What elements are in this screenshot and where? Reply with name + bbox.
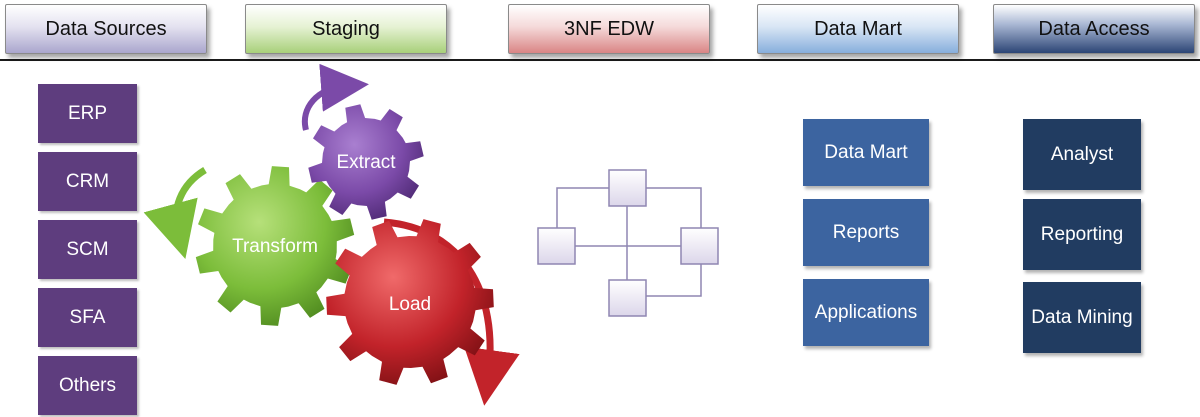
header-data-access: Data Access bbox=[993, 4, 1195, 54]
access-data-mining: Data Mining bbox=[1023, 282, 1141, 353]
edw-node-top bbox=[608, 169, 647, 207]
load-rotation-arrow bbox=[383, 218, 520, 406]
header-staging: Staging bbox=[245, 4, 447, 54]
extract-gear bbox=[308, 104, 424, 220]
access-reporting: Reporting bbox=[1023, 199, 1141, 270]
load-label: Load bbox=[389, 294, 431, 315]
source-erp: ERP bbox=[38, 84, 137, 143]
source-crm: CRM bbox=[38, 152, 137, 211]
mart-applications: Applications bbox=[803, 279, 929, 346]
source-scm: SCM bbox=[38, 220, 137, 279]
header-data-mart: Data Mart bbox=[757, 4, 959, 54]
edw-node-right bbox=[680, 227, 719, 265]
edw-node-bottom bbox=[608, 279, 647, 317]
header-divider bbox=[0, 59, 1200, 61]
source-others: Others bbox=[38, 356, 137, 415]
extract-label: Extract bbox=[336, 152, 396, 173]
access-analyst: Analyst bbox=[1023, 119, 1141, 190]
mart-reports: Reports bbox=[803, 199, 929, 266]
edw-node-left bbox=[537, 227, 576, 265]
transform-rotation-arrow bbox=[143, 166, 207, 260]
extract-rotation-arrow bbox=[301, 63, 369, 131]
load-gear bbox=[326, 219, 494, 385]
edw-connectors bbox=[556, 187, 702, 297]
transform-label: Transform bbox=[232, 236, 318, 257]
transform-gear bbox=[195, 166, 355, 326]
mart-data-mart: Data Mart bbox=[803, 119, 929, 186]
header-3nf-edw: 3NF EDW bbox=[508, 4, 710, 54]
header-data-sources: Data Sources bbox=[5, 4, 207, 54]
source-sfa: SFA bbox=[38, 288, 137, 347]
